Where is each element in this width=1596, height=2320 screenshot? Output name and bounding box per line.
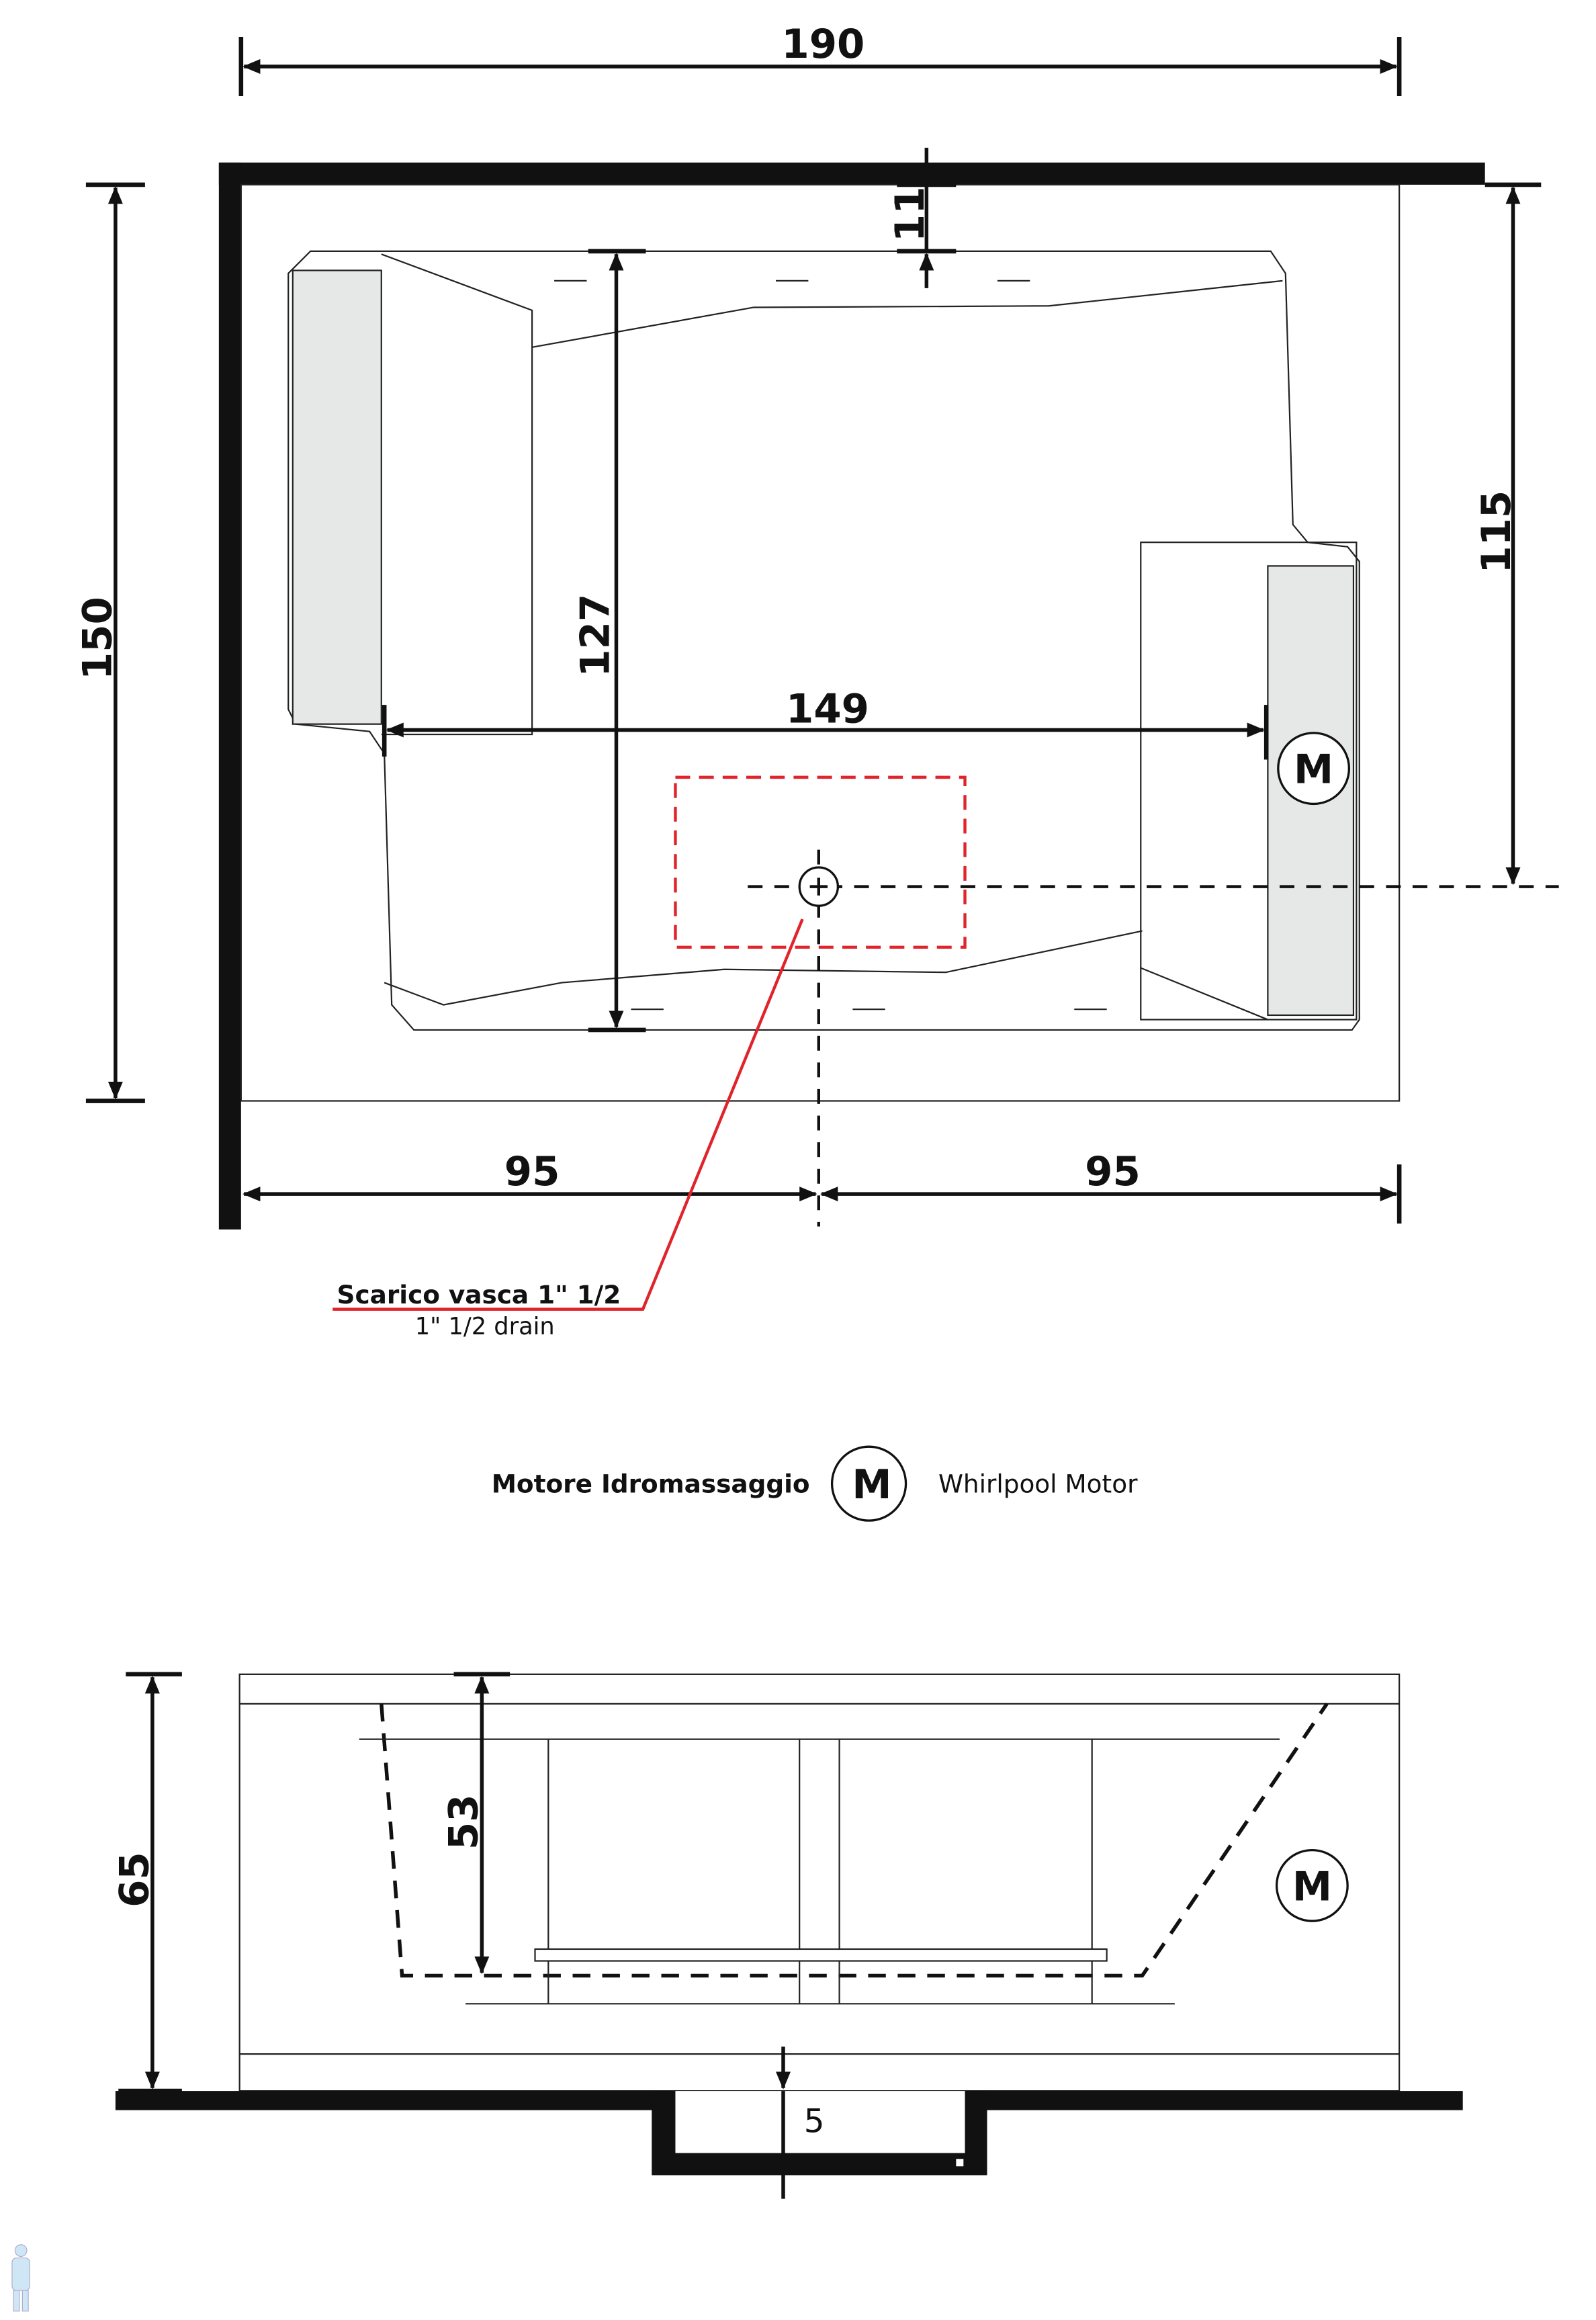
plumber-logo-icon [11,2244,30,2312]
dimension-149: 149 [382,686,1269,760]
dimension-53: 53 [441,1672,511,1975]
dimension-190: 190 [238,22,1402,96]
dimension-11: 11 [887,147,957,288]
dimension-127: 127 [572,249,646,1033]
dimension-label: 95 [1085,1149,1141,1195]
dimension-5: 5 [776,2047,825,2199]
dimension-label: 115 [1474,490,1520,574]
motor-label: M [1294,747,1333,793]
motor-symbol: M [1277,732,1351,806]
dimension-label: 149 [786,686,869,732]
dimension-label: 95 [504,1149,560,1195]
tub-basin [287,250,1360,1031]
dimension-label: 53 [441,1794,488,1850]
legend-italian: Motore Idromassaggio [492,1469,810,1498]
drain-callout: Scarico vasca 1" 1/2 1" 1/2 drain [332,918,804,1340]
drain-zone [674,775,967,949]
drain-icon [798,866,840,907]
dimension-95-left: 95 95 [242,1149,1402,1224]
motor-label: M [1292,1864,1332,1910]
plan-view: 190 11 [75,22,1559,1340]
dimension-label: 5 [804,2103,825,2141]
legend: Motore Idromassaggio M Whirlpool Motor [492,1445,1138,1522]
tub-profile [380,1703,1329,1978]
dimension-label: 65 [112,1852,158,1907]
dimension-label: 190 [781,22,864,68]
dimension-label: 150 [75,597,121,680]
headrest-left [292,269,382,725]
dimension-label: 127 [572,594,619,677]
dimension-150: 150 [75,182,145,1103]
legend-motor-symbol: M [852,1462,891,1508]
dimension-65: 65 [112,1672,182,2094]
floor [115,2091,1463,2176]
drain-label-italian: Scarico vasca 1" 1/2 [337,1280,621,1309]
dimension-115: 115 [1474,182,1542,886]
support-frame [359,1738,1280,2005]
dimension-label: 11 [887,187,934,243]
drain-label-english: 1" 1/2 drain [415,1313,555,1340]
wall [218,162,1485,1230]
legend-english: Whirlpool Motor [938,1469,1138,1498]
side-view: M 65 53 5 [112,1672,1463,2199]
motor-symbol: M [1275,1848,1349,1922]
